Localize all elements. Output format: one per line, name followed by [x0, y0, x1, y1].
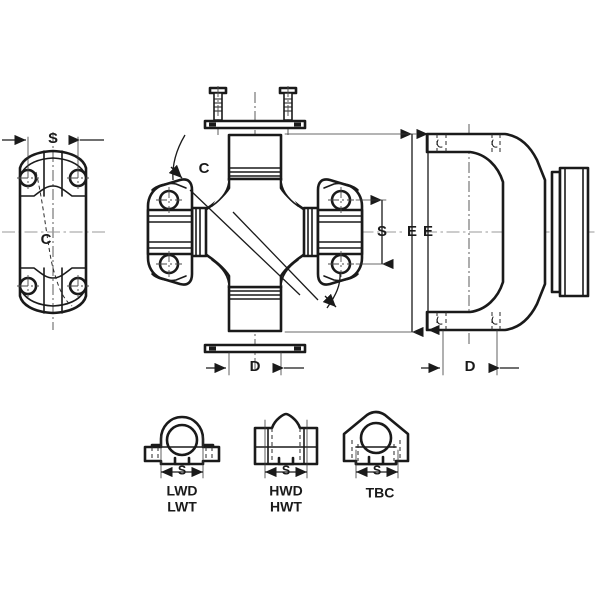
cross-fillet-tr: [280, 178, 299, 207]
left-view-bolt-hole-bottom-left: [17, 275, 39, 297]
lwd-dimension-s-label: S: [178, 463, 186, 477]
hwd-dimension-s-label: S: [282, 463, 290, 477]
left-view-upper-band: [19, 185, 87, 197]
bearing-cap-left-arc-top: [151, 182, 187, 191]
bearing-cap-right-arc-top: [323, 182, 359, 191]
c-diagonal-line-extension: [232, 211, 319, 301]
hwd-dome-top: [271, 413, 301, 429]
bearing-cap-style-hwd-hwt: S HWD HWT: [253, 412, 319, 515]
left-view-dimension-c-label: C: [41, 231, 52, 248]
hwd-notch: [277, 456, 295, 466]
trunnion-bottom: [227, 285, 283, 333]
left-view-bolt-hole-top-right: [67, 167, 89, 189]
hwd-label-line-2: HWT: [270, 499, 302, 515]
bearing-cap-left-bolt-top: [156, 187, 182, 213]
hwd-label-line-1: HWD: [269, 483, 302, 499]
left-view-top-inner-arc: [21, 157, 85, 173]
tbc-dimension-s-label: S: [373, 463, 381, 477]
center-cross-assembly: C S E D: [146, 86, 424, 376]
c-diagonal-line-main: [189, 189, 301, 296]
strap-top: [203, 119, 307, 130]
left-view-c-diagonal-hidden: [35, 171, 73, 307]
c-leader-arc-upper: [172, 134, 186, 181]
left-view-lower-band: [19, 267, 87, 279]
lwd-label-line-1: LWD: [166, 483, 197, 499]
cross-fillet-tl: [211, 178, 230, 207]
lwd-label-line-2: LWT: [167, 499, 197, 515]
left-view-dimension-s-label: S: [48, 130, 58, 147]
yoke-tube-end: [550, 166, 590, 298]
hwd-body-outline: [253, 412, 319, 466]
strap-bottom: [203, 343, 307, 354]
bearing-cap-left: [146, 178, 194, 286]
bearing-cap-style-lwd-lwt: S LWD LWT: [143, 415, 221, 515]
bearing-cap-left-arc-bottom: [151, 273, 187, 282]
trunnion-left-shaft: [190, 206, 208, 258]
cross-dimension-d-label: D: [250, 358, 261, 375]
bearing-cap-right-bolt-bottom: [328, 251, 354, 277]
left-view-bolt-hole-top-left: [17, 167, 39, 189]
bearing-cap-style-tbc: S TBC: [342, 410, 410, 501]
lwd-bore: [165, 423, 199, 457]
tbc-notch: [367, 455, 385, 466]
cross-dimension-c-label: C: [199, 160, 210, 177]
yoke-dimension-d-label: D: [465, 358, 476, 375]
left-view-outer-profile: [18, 149, 88, 315]
lwd-notch: [173, 456, 191, 466]
c-arrowhead-lower: [322, 293, 337, 308]
bearing-cap-right-bolt-top: [328, 187, 354, 213]
left-view-bolt-hole-bottom-right: [67, 275, 89, 297]
trunnion-right-shaft: [302, 206, 320, 258]
yoke-dimension-e-label: E: [423, 223, 433, 240]
left-view-bottom-inner-arc: [21, 291, 85, 307]
yoke-throat-curve: [426, 151, 504, 313]
tbc-bore: [359, 421, 393, 455]
left-end-view: S C: [2, 130, 108, 330]
bearing-cap-right: [316, 178, 364, 286]
cross-dimension-s-label: S: [377, 223, 387, 240]
trunnion-top: [227, 133, 283, 181]
cross-dimension-e-label: E: [407, 223, 417, 240]
cross-fillet-bl: [211, 259, 230, 288]
tbc-label-line-1: TBC: [366, 485, 395, 501]
bearing-cap-left-bolt-bottom: [156, 251, 182, 277]
c-arrowhead-upper: [168, 164, 183, 179]
right-yoke-view: E D: [416, 124, 596, 376]
bearing-cap-right-arc-bottom: [323, 273, 359, 282]
